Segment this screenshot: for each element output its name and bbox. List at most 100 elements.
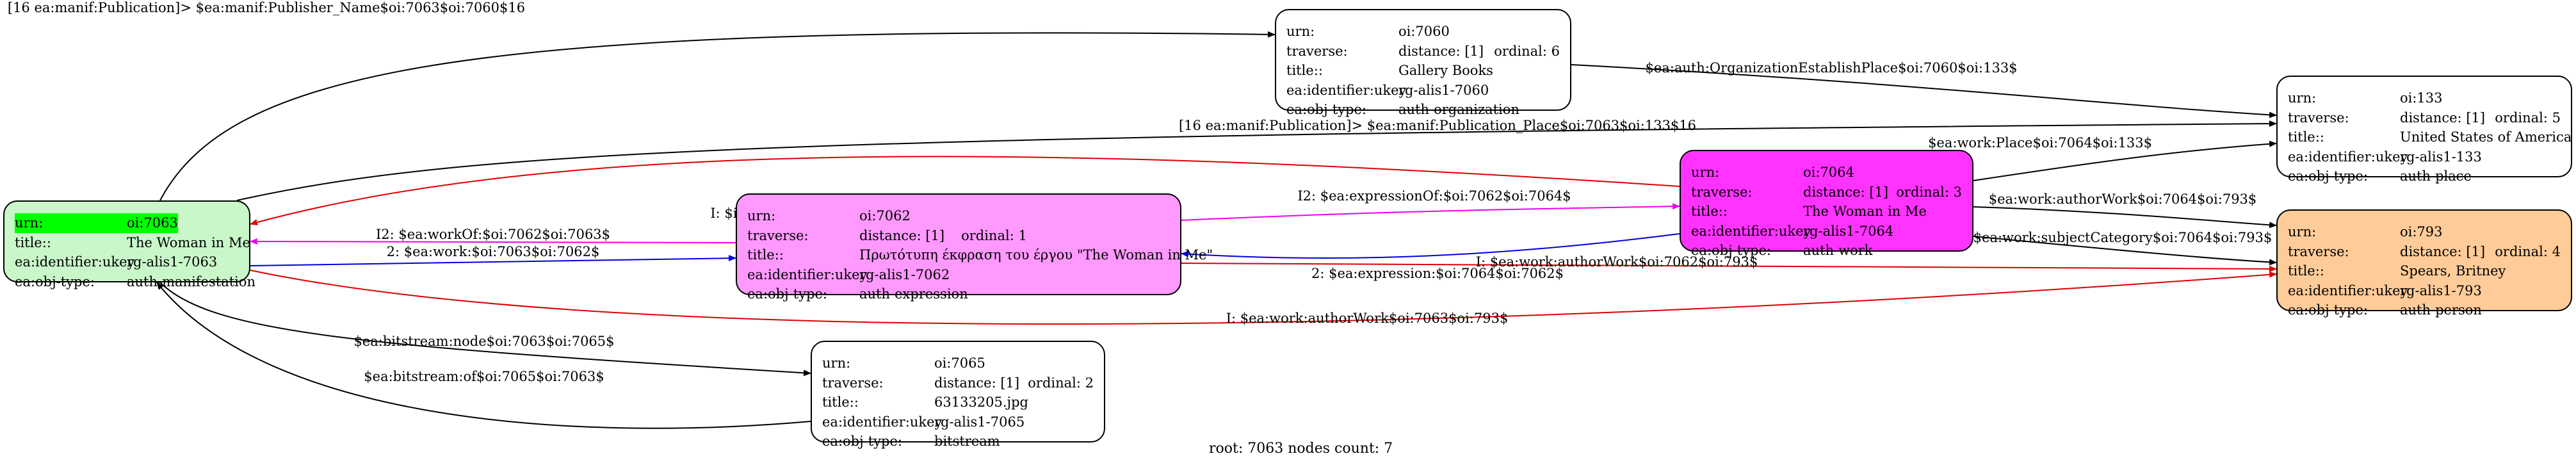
row-label: title:: [15,234,51,250]
edge-n7063-to-n7060: [16 ea:manif:Publication]> $ea:manif:Pub… [8,0,1276,201]
edge-line [1973,236,2277,266]
row-value: The Woman in Me [127,234,250,250]
edge-line [1973,206,2277,229]
row-value: distance: [1] [1398,43,1484,59]
row-label: ea:obj-type: [2288,168,2368,184]
edge-n7064-to-n133: $ea:work:Place$oi:7064$oi:133$ [1928,135,2277,181]
edge-line [159,31,1276,201]
row-label: urn: [747,208,776,223]
edge-label: I: $ea:work:authorWork$oi:7063$oi:793$ [1226,311,1509,326]
node-row: ea:obj-type:bitstream [822,432,1094,451]
row-value: distance: [1] [2400,243,2486,259]
node-row: ea:obj-type:auth-expression [747,284,1170,304]
row-label: ea:obj-type: [1286,102,1366,117]
node-row: ea:obj-type:auth-organization [1286,100,1560,120]
edge-label: $ea:work:subjectCategory$oi:7064$oi:793$ [1973,230,2272,245]
row-value: distance: [1] [859,227,945,243]
row-label: traverse: [2288,110,2349,126]
edge-n7063-to-n7065: $ea:bitstream:node$oi:7063$oi:7065$ [159,282,811,377]
row-label: ea:identifier:ukey [747,266,868,282]
row-value: The Woman in Me [1803,204,1927,219]
graph-footer: root: 7063 nodes count: 7 [1209,441,1393,457]
edge-line [250,238,736,245]
row-label: ea:obj-type: [2288,302,2368,318]
edge-line [250,270,2277,325]
edge-line [250,255,736,266]
edge-n7064-to-n793: $ea:work:authorWork$oi:7064$oi:793$ [1973,191,2277,229]
row-value: 63133205.jpg [934,394,1028,410]
row-label: urn: [2288,90,2317,106]
row-ordinal: ordinal: 6 [1494,43,1560,59]
row-value: oi:793 [2400,224,2443,240]
row-label: ea:identifier:ukey [2288,149,2408,165]
row-value: United States of America [2400,129,2572,145]
row-ordinal: ordinal: 1 [961,227,1027,243]
row-label: urn: [822,355,851,371]
edge-n7065-to-n7063: $ea:bitstream:of$oi:7065$oi:7063$ [156,282,811,429]
edge-n7064-to-n793: $ea:work:subjectCategory$oi:7064$oi:793$ [1973,230,2277,266]
edge-n7063-to-n133: [16 ea:manif:Publication]> $ea:manif:Pub… [236,118,2277,201]
row-value: rg-alis1-793 [2400,282,2482,298]
row-label: traverse: [1691,184,1753,200]
node-row: title::Gallery Books [1286,61,1560,81]
row-label: ea:obj-type: [822,434,902,449]
node-row: title::63133205.jpg [822,393,1094,412]
row-value: distance: [1] [1803,184,1889,200]
node-row: traverse:distance: [1]ordinal: 3 [1691,183,1962,202]
edge-label: $ea:bitstream:node$oi:7063$oi:7065$ [353,334,614,349]
row-value: oi:7060 [1398,24,1450,39]
row-label: title:: [747,247,784,263]
node-row: ea:obj-type:auth-work [1691,241,1962,261]
row-label: title:: [1286,63,1323,78]
row-label: ea:identifier:ukey [15,254,135,270]
row-ordinal: ordinal: 5 [2495,110,2561,126]
edge-line [1181,233,1680,259]
row-value: auth-manifestation [127,273,256,289]
node-row: ea:obj-type:auth-place [2288,167,2561,186]
row-label: ea:identifier:ukey [2288,282,2408,298]
row-label: title:: [2288,129,2324,145]
edge-label: 2: $ea:expression:$oi:7064$oi:7062$ [1311,266,1564,281]
node-row: urn: oi:7065 [822,353,1094,373]
node-oi-133: urn: oi:133 traverse: distance: [1] ordinal:… [2276,76,2572,184]
edge-line [1973,140,2277,181]
row-label: title:: [1691,204,1728,219]
row-ordinal: ordinal: 4 [2495,243,2561,259]
edge-n7062-to-n7063: I2: $ea:workOf:$oi:7062$oi:7063$ [250,227,736,245]
row-value: auth-work [1803,243,1873,258]
node-row: title::The Woman in Me [15,233,250,253]
node-row: ea:obj-type:auth-person [2288,300,2561,320]
row-value: auth-expression [859,286,968,302]
edge-label: [16 ea:manif:Publication]> $ea:manif:Pub… [8,0,525,15]
row-value: oi:7065 [934,355,985,371]
row-value: oi:133 [2400,90,2443,106]
row-value: rg-alis1-7063 [127,254,218,270]
node-row: urn:oi:7060 [1286,22,1560,42]
edge-n7064-to-n7062: 2: $ea:expression:$oi:7064$oi:7062$ [1181,233,1680,281]
row-label: title:: [2288,263,2324,279]
node-row: urn:oi:793 [2288,222,2561,242]
node-row: traverse:distance: [1]ordinal: 6 [1286,42,1560,61]
row-label: ea:identifier:ukey [1691,223,1811,239]
node-row: urn:oi:7062 [747,206,1170,226]
edge-n7060-to-n133: $ea:auth:OrganizationEstablishPlace$oi:7… [1571,60,2277,118]
edge-line [250,156,1680,225]
node-row: title::Πρωτότυπη έκφραση του έργου "The … [747,245,1213,265]
row-value: distance: [1] [2400,110,2486,126]
row-value: Spears, Britney [2400,263,2506,279]
row-value: oi:7063 [127,213,178,233]
row-label: ea:identifier:ukey [1286,82,1407,98]
row-label: urn: [1691,165,1720,180]
row-label: urn: [15,213,127,233]
edge-line [1181,203,1680,221]
